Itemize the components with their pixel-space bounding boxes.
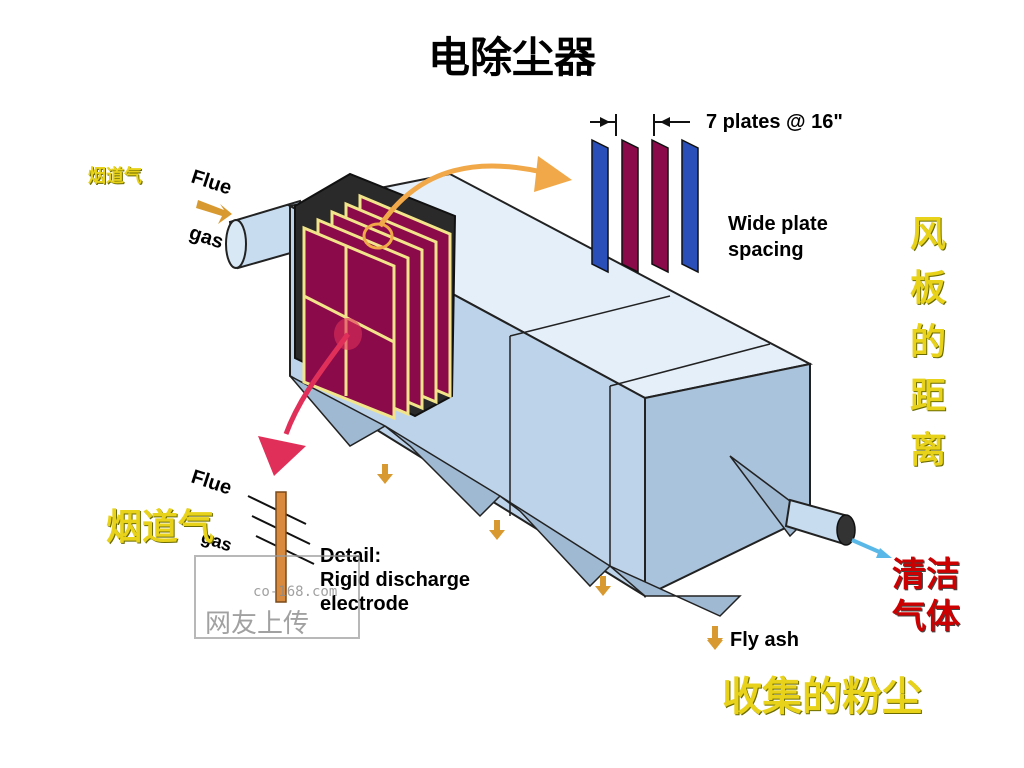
clean-gas-line: 清洁 [892, 555, 960, 595]
clean-gas-label: 清洁 气体 [878, 554, 974, 638]
plate-spacing-char: 板 [909, 268, 946, 309]
watermark-stamp: co-168.com 网友上传 [194, 555, 360, 639]
detail-arrow-plates [377, 163, 551, 228]
detail-arrow-plates-head [534, 156, 572, 192]
fly-ash-label: Fly ash [730, 629, 799, 651]
flue-gas-bottom-line1: Flue [188, 466, 234, 500]
flue-gas-label-small: 烟道气 [88, 166, 142, 187]
discharge-electrode-detail [247, 491, 315, 603]
wide-plate-label-line2: spacing [728, 239, 804, 261]
slide-title: 电除尘器 [427, 33, 596, 82]
clean-gas-line: 气体 [892, 597, 960, 637]
plate-spacing-char: 风 [909, 214, 946, 255]
detail-arrow-electrode-head [258, 436, 306, 476]
collected-dust-label: 收集的粉尘 [722, 674, 922, 720]
flue-gas-in-arrow [196, 200, 232, 224]
flue-gas-label-large: 烟道气 [106, 507, 215, 548]
plate-spacing-label: 风 板 的 距 离 [906, 208, 950, 478]
precipitator-diagram: Flue gas 7 plates @ 16" Wide plate spaci… [186, 111, 892, 651]
detail-label-line2: Rigid discharge [320, 569, 470, 591]
flue-gas-top-line2: gas [186, 222, 226, 254]
flue-gas-top-line1: Flue [188, 166, 234, 200]
wide-plate-label-line1: Wide plate [728, 213, 828, 235]
watermark-site: co-168.com [253, 584, 337, 600]
outlet-duct [784, 498, 892, 558]
detail-arrow-electrode [283, 332, 351, 435]
watermark-text: 网友上传 [205, 609, 309, 639]
plate-spacing-char: 的 [909, 322, 946, 363]
plate-spacing-char: 离 [909, 430, 946, 471]
plates-spec-label: 7 plates @ 16" [706, 111, 843, 133]
collecting-plate-bank [294, 172, 457, 421]
fly-ash-legend: Fly ash [707, 626, 799, 651]
plate-spacing-char: 距 [909, 376, 946, 417]
plate-spacing-detail [590, 114, 699, 274]
detail-label-line3: electrode [320, 593, 409, 615]
